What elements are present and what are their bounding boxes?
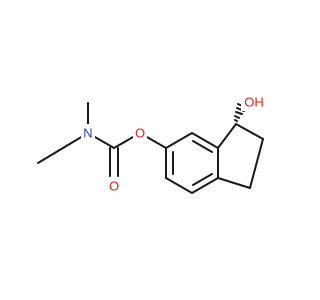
- bond-c3-c3a: [217, 177, 251, 189]
- bond-ring-inner-c7-c7a: [192, 140, 213, 153]
- bond-c7a-c1: [217, 123, 237, 149]
- ester-oxygen-label-bg: [133, 124, 147, 142]
- bond-ring-c7-c7a: [191, 132, 219, 149]
- carbonyl-oxygen-label-bg: [107, 177, 121, 195]
- bond-c2-c3: [249, 138, 264, 189]
- ester-oxygen-label: O: [135, 126, 145, 141]
- hydroxyl-label-bg: [241, 93, 267, 111]
- bond-ring-c6-c7: [165, 132, 193, 149]
- bond-ring-c3a-c4: [191, 177, 219, 194]
- bond-ring-inner-c3a-c4: [192, 173, 213, 186]
- nitrogen-label-bg: [81, 124, 95, 142]
- bond-ethyl-ch3-ch2: [37, 147, 64, 164]
- chemical-structure: N O O OH: [37, 93, 267, 195]
- carbonyl-oxygen-label: O: [109, 179, 119, 194]
- bonds: [37, 102, 264, 194]
- atom-labels: N O O OH: [81, 93, 267, 195]
- bond-c1-c2: [235, 123, 264, 140]
- bond-ring-c4-c5: [165, 177, 193, 194]
- hydroxyl-label: OH: [244, 95, 264, 110]
- nitrogen-label: N: [83, 126, 92, 141]
